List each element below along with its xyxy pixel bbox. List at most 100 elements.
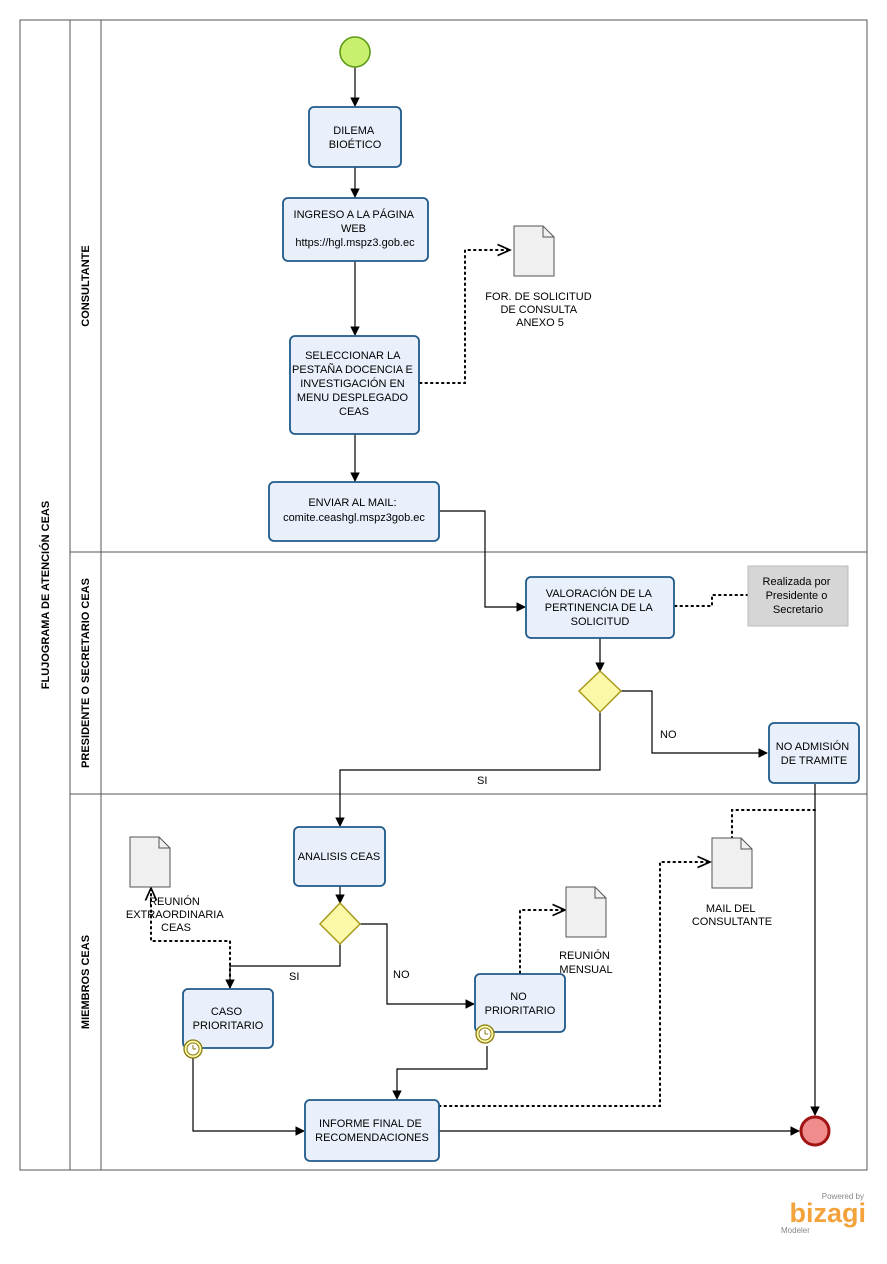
document-formulario-line: ANEXO 5 <box>516 317 564 329</box>
task-dilema-line: DILEMA <box>333 125 375 137</box>
flow-gateway2-no <box>360 923 475 1009</box>
annotation-line: Realizada por <box>763 576 831 588</box>
task-informe-line: RECOMENDACIONES <box>315 1132 429 1144</box>
flow-label-si: SI <box>477 775 487 787</box>
svg-text:SELECCIONAR LA PESTAÑA D: SELECCIONAR LA PESTAÑA DOCENCIA E INVEST… <box>292 350 416 418</box>
task-valoracion-line: VALORACIÓN DE LA <box>546 587 653 600</box>
svg-text:CASO PRIORITARIO: CASO PRIORITARIO <box>193 1006 264 1032</box>
branding-name: bizagi <box>789 1198 866 1228</box>
document-reunion-extra-line: REUNIÓN <box>149 895 200 908</box>
document-reunion-extra-line: EXTRAORDINARIA <box>126 909 224 921</box>
document-formulario-line: FOR. DE SOLICITUD <box>485 291 591 303</box>
gateway-pertinencia[interactable] <box>577 669 623 714</box>
document-reunion-mensual[interactable]: REUNIÓN MENSUAL <box>559 886 613 976</box>
svg-text:VALORACIÓN DE LA PERTINE: VALORACIÓN DE LA PERTINENCIA DE LA SOLIC… <box>545 587 655 628</box>
start-event[interactable] <box>339 36 371 68</box>
document-reunion-extraordinaria[interactable]: REUNIÓN EXTRAORDINARIA CEAS <box>126 836 226 934</box>
flow-gateway-si <box>335 712 601 827</box>
document-mail-line: MAIL DEL <box>706 903 756 915</box>
document-reunion-extra-line: CEAS <box>161 922 191 934</box>
flow-enviar-to-valoracion <box>440 510 526 612</box>
timer-event-icon <box>183 1039 203 1059</box>
pool-title: FLUJOGRAMA DE ATENCIÓN CEAS <box>39 501 52 689</box>
task-ingreso-line: https://hgl.mspz3.gob.ec <box>295 237 415 249</box>
flow-label-si: SI <box>289 971 299 983</box>
task-caso-line: CASO <box>211 1006 243 1018</box>
associations <box>151 250 816 1107</box>
task-seleccionar-line: MENU DESPLEGADO <box>297 392 409 404</box>
task-no-admision-line: DE TRAMITE <box>781 755 847 767</box>
annotation-realizada[interactable]: Realizada por Presidente o Secretario <box>747 565 849 627</box>
task-analisis-line: ANALISIS CEAS <box>298 851 381 863</box>
task-no-prioritario-line: NO <box>510 991 527 1003</box>
branding-product: Modeler <box>781 1226 810 1235</box>
svg-text:MAIL DEL CONSULTANTE: MAIL DEL CONSULTANTE <box>692 903 772 928</box>
assoc-noprioritario-reunion-mensual <box>519 910 565 974</box>
task-caso-prioritario[interactable]: CASO PRIORITARIO <box>182 988 274 1059</box>
svg-text:Realizada por Presidente: Realizada por Presidente o Secretario <box>763 576 834 616</box>
task-no-admision-line: NO ADMISIÓN <box>776 740 849 753</box>
task-no-prioritario-line: PRIORITARIO <box>485 1005 556 1017</box>
task-no-prioritario[interactable]: NO PRIORITARIO <box>474 973 566 1044</box>
sequence-flows <box>192 67 820 1136</box>
task-dilema[interactable]: DILEMA BIOÉTICO <box>308 106 402 168</box>
task-analisis[interactable]: ANALISIS CEAS <box>293 826 386 887</box>
svg-text:ANALISIS CEAS: ANALISIS CEAS <box>298 851 381 863</box>
flow-noprioritario-to-informe <box>392 1046 488 1100</box>
svg-text:DILEMA BIOÉTICO: DILEMA BIOÉTICO <box>329 125 382 151</box>
task-seleccionar-line: PESTAÑA DOCENCIA E <box>292 363 413 376</box>
svg-text:INGRESO A LA PÁGINA WEB: INGRESO A LA PÁGINA WEB https://hgl.mspz… <box>294 208 417 249</box>
task-caso-line: PRIORITARIO <box>193 1020 264 1032</box>
task-informe-line: INFORME FINAL DE <box>319 1118 422 1130</box>
document-reunion-mensual-line: MENSUAL <box>559 964 612 976</box>
document-formulario-line: DE CONSULTA <box>500 304 577 316</box>
bizagi-logo: Powered by bizagi Modeler <box>781 1192 866 1235</box>
task-ingreso[interactable]: INGRESO A LA PÁGINA WEB https://hgl.mspz… <box>282 197 429 262</box>
document-reunion-mensual-line: REUNIÓN <box>559 949 610 962</box>
lane-label-consultante: CONSULTANTE <box>80 245 92 326</box>
gateway-prioridad[interactable] <box>318 901 362 946</box>
task-seleccionar[interactable]: SELECCIONAR LA PESTAÑA DOCENCIA E INVEST… <box>289 335 420 435</box>
branding-powered: Powered by <box>822 1192 864 1201</box>
assoc-caso-reunion-extra <box>151 888 231 988</box>
task-enviar-line: comite.ceashgl.mspz3gob.ec <box>283 512 425 524</box>
assoc-seleccionar-formulario <box>419 250 510 384</box>
task-valoracion-line: PERTINENCIA DE LA <box>545 602 654 614</box>
end-event[interactable] <box>799 1115 831 1147</box>
svg-text:NO ADMISIÓN DE TRAMITE: NO ADMISIÓN DE TRAMITE <box>776 740 852 767</box>
assoc-valoracion-annotation <box>674 594 749 607</box>
task-valoracion-line: SOLICITUD <box>571 616 630 628</box>
document-formulario[interactable]: FOR. DE SOLICITUD DE CONSULTA ANEXO 5 <box>485 225 594 329</box>
flow-gateway-no <box>621 690 768 758</box>
assoc-noadmision-mail <box>731 809 816 839</box>
task-enviar-line: ENVIAR AL MAIL: <box>308 497 396 509</box>
annotation-line: Presidente o <box>766 590 828 602</box>
svg-text:NO PRIORITARIO: NO PRIORITARIO <box>485 991 556 1017</box>
svg-text:FOR. DE SOLICITUD DE CON: FOR. DE SOLICITUD DE CONSULTA ANEXO 5 <box>485 291 594 329</box>
document-mail-consultante[interactable]: MAIL DEL CONSULTANTE <box>692 837 772 928</box>
flow-label-no: NO <box>393 969 410 981</box>
annotation-line: Secretario <box>773 604 823 616</box>
lane-label-miembros: MIEMBROS CEAS <box>80 935 92 1029</box>
task-seleccionar-line: SELECCIONAR LA <box>305 350 401 362</box>
flow-label-no: NO <box>660 729 677 741</box>
task-enviar[interactable]: ENVIAR AL MAIL: comite.ceashgl.mspz3gob.… <box>268 481 440 542</box>
lane-label-presidente: PRESIDENTE O SECRETARIO CEAS <box>80 578 92 768</box>
svg-text:REUNIÓN MENSUAL: REUNIÓN MENSUAL <box>559 949 613 976</box>
assoc-informe-mail <box>438 862 710 1107</box>
task-informe[interactable]: INFORME FINAL DE RECOMENDACIONES <box>304 1099 440 1162</box>
svg-text:REUNIÓN EXTRAORDINARIA: REUNIÓN EXTRAORDINARIA CEAS <box>126 895 226 934</box>
task-valoracion[interactable]: VALORACIÓN DE LA PERTINENCIA DE LA SOLIC… <box>525 576 675 639</box>
task-seleccionar-line: CEAS <box>339 406 369 418</box>
task-seleccionar-line: INVESTIGACIÓN EN <box>300 377 405 390</box>
svg-text:INFORME FINAL DE RECOMEN: INFORME FINAL DE RECOMENDACIONES <box>315 1118 429 1144</box>
svg-text:ENVIAR AL MAIL: comite.c: ENVIAR AL MAIL: comite.ceashgl.mspz3gob.… <box>283 497 425 524</box>
task-dilema-line: BIOÉTICO <box>329 138 382 151</box>
timer-event-icon <box>475 1024 495 1044</box>
task-ingreso-line: WEB <box>341 223 366 235</box>
pool: FLUJOGRAMA DE ATENCIÓN CEAS CONSULTANTE … <box>19 19 868 1171</box>
task-no-admision[interactable]: NO ADMISIÓN DE TRAMITE <box>768 722 860 784</box>
task-ingreso-line: INGRESO A LA PÁGINA <box>294 208 415 221</box>
document-mail-line: CONSULTANTE <box>692 916 772 928</box>
